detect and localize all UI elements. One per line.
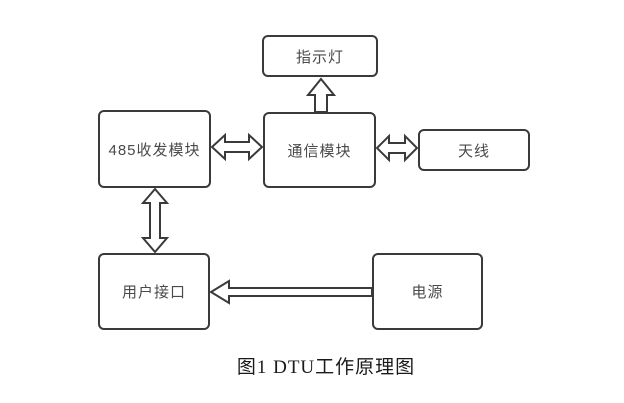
- edge-power-to-user-left-arrow: [209, 279, 373, 305]
- node-antenna-label: 天线: [457, 142, 490, 160]
- node-communication-module: 通信模块: [263, 112, 376, 188]
- edge-comm-to-indicator-up-arrow: [305, 77, 337, 113]
- edge-comm-antenna-double-arrow: [375, 133, 419, 163]
- edge-rs485-user-double-arrow: [140, 187, 170, 254]
- node-indicator-light: 指示灯: [262, 35, 378, 77]
- node-indicator-light-label: 指示灯: [295, 48, 344, 66]
- node-485-transceiver-module: 485收发模块: [98, 110, 211, 188]
- node-485-transceiver-module-label: 485收发模块: [108, 141, 201, 159]
- node-antenna: 天线: [418, 129, 530, 171]
- node-user-interface-label: 用户接口: [121, 284, 186, 301]
- node-communication-module-label: 通信模块: [287, 142, 352, 160]
- node-power-supply: 电源: [372, 253, 483, 330]
- node-power-supply-label: 电源: [411, 284, 444, 301]
- edge-rs485-comm-double-arrow: [210, 132, 264, 162]
- node-user-interface: 用户接口: [98, 253, 210, 330]
- figure-caption: 图1 DTU工作原理图: [236, 357, 416, 378]
